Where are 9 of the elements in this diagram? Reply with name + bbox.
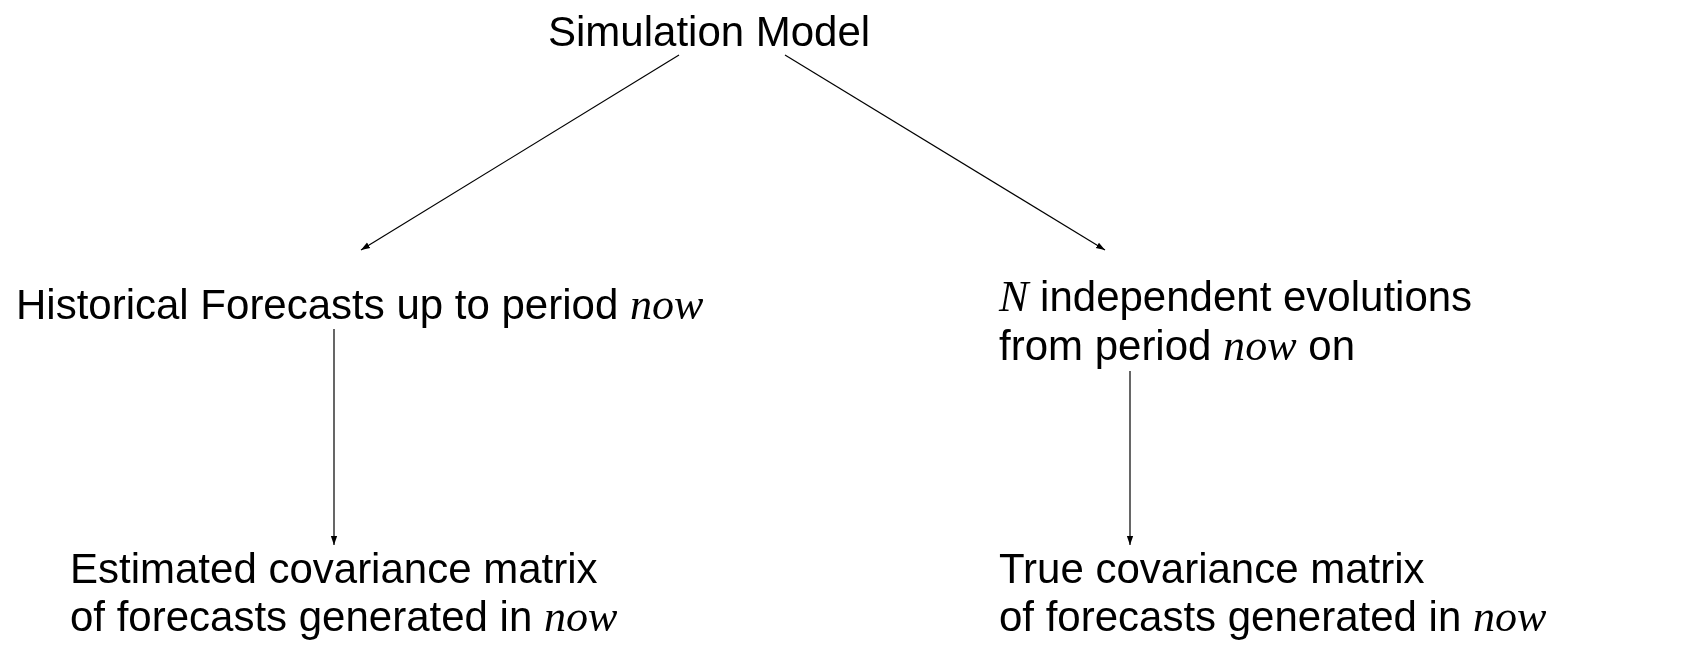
arrow — [1126, 370, 1134, 546]
arrow — [360, 54, 680, 251]
node-text: Historical Forecasts up to period now — [16, 280, 704, 330]
node-text: N independent evolutions from period now on — [999, 272, 1473, 371]
arrow — [784, 54, 1106, 251]
arrow — [330, 328, 338, 546]
node-text: True covariance matrix of forecasts generated in now — [999, 545, 1547, 642]
node-text: Estimated covariance matrix of forecasts generated in now — [70, 545, 618, 642]
node-text: Simulation Model — [548, 8, 871, 56]
